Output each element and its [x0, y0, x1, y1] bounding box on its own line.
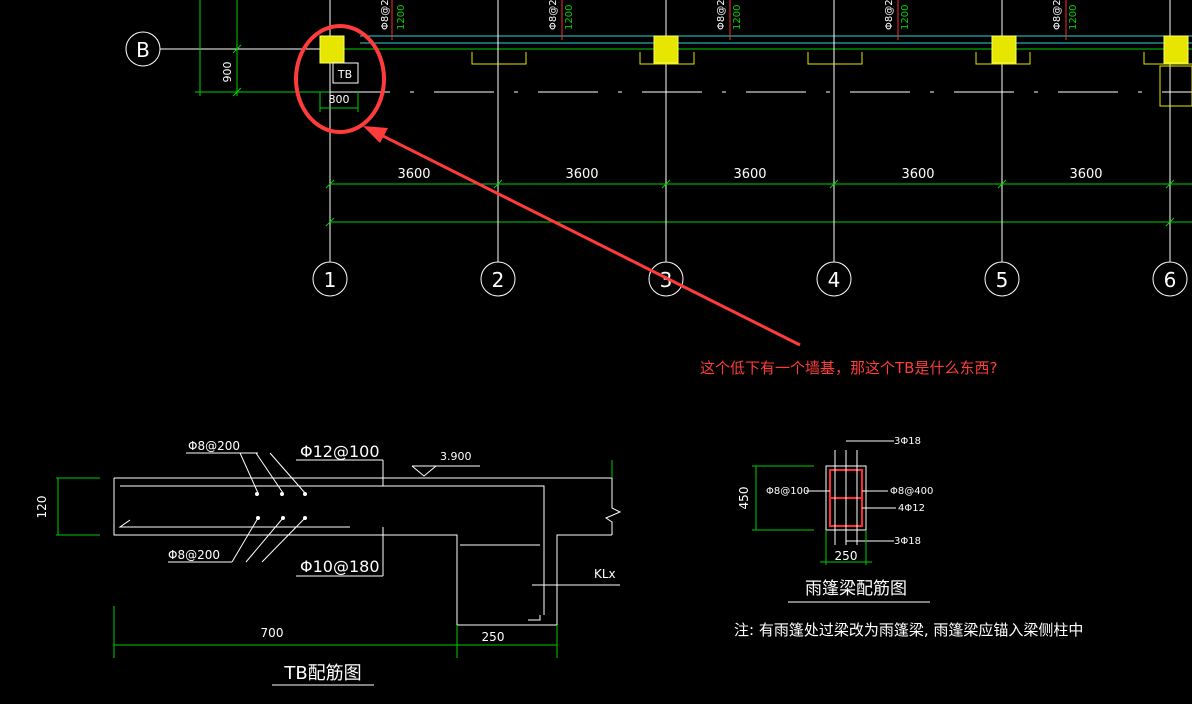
tb-label: TB: [337, 68, 352, 81]
beam-title: 雨篷梁配筋图: [805, 579, 907, 599]
axis-bubble-1: [312, 261, 348, 297]
axis-label-4: 4: [828, 268, 841, 292]
top-tag-4b: 1200: [900, 5, 911, 30]
tb-bottom-rebar: [118, 519, 350, 528]
top-tag-3: Φ8@2: [716, 0, 727, 30]
top-tag-5: Φ8@2: [1052, 0, 1063, 30]
column-3: [653, 35, 679, 64]
annotation: 这个低下有一个墙基，那这个TB是什么东西?: [294, 24, 997, 377]
axis-label-b: B: [136, 38, 150, 62]
plan-view: [160, 0, 1192, 262]
beam-section-labels: 3Φ18 Φ8@100 Φ8@400 4Φ12 3Φ18 450 250 雨篷梁…: [734, 436, 1083, 639]
beam-top-bars: 3Φ18: [894, 436, 921, 447]
beam-side-bars: 4Φ12: [898, 503, 925, 514]
tb-detail-labels: Φ8@200 Φ12@100 3.900 Φ8@200 Φ10@180 120 …: [35, 439, 616, 684]
tb-length: 700: [261, 626, 284, 640]
axis-bubble-2: [480, 261, 516, 297]
top-tag-4: Φ8@2: [884, 0, 895, 30]
top-tag-2b: 1200: [564, 5, 575, 30]
axis-label-3: 3: [660, 268, 673, 292]
bay-dim-2: 3600: [565, 167, 598, 182]
tb-top-stirrup: Φ8@200: [188, 439, 240, 453]
beam-stirrup-label: Φ8@100: [766, 486, 809, 497]
column-6: [1163, 35, 1189, 64]
top-tag-1: Φ8@2: [380, 0, 391, 30]
beam-stirrup-b-label: Φ8@400: [890, 486, 933, 497]
axis-bubble-4: [816, 261, 852, 297]
dim-800-label: 800: [329, 93, 350, 106]
top-tag-2: Φ8@2: [548, 0, 559, 30]
annotation-arrow-head: [363, 126, 388, 143]
tb-height: 120: [35, 496, 49, 519]
axis-bubble-5: [984, 261, 1020, 297]
column-5: [991, 35, 1017, 64]
tb-detail: [56, 452, 622, 686]
axis-label-1: 1: [324, 268, 337, 292]
tb-bottom-main: Φ10@180: [300, 557, 380, 576]
tb-elevation: 3.900: [440, 450, 472, 463]
axis-bubble-3: [648, 261, 684, 297]
tb-beam-width: 250: [482, 630, 505, 644]
tb-beam-tag: KLx: [594, 567, 616, 581]
beam-section: [752, 440, 930, 603]
beam-note: 注: 有雨篷处过梁改为雨篷梁, 雨篷梁应锚入梁侧柱中: [734, 621, 1083, 639]
annotation-question: 这个低下有一个墙基，那这个TB是什么东西?: [700, 359, 997, 377]
axis-label-5: 5: [996, 268, 1009, 292]
axis-label-2: 2: [492, 268, 505, 292]
bay-dim-4: 3600: [901, 167, 934, 182]
tb-top-rebar: [120, 485, 545, 615]
tb-bottom-stirrup: Φ8@200: [168, 548, 220, 562]
tb-box: [332, 62, 359, 84]
plan-labels: B 900 TB 800 3600 3600 3600 3600 3600 Φ8…: [125, 0, 1188, 297]
axis-bubble-6: [1152, 261, 1188, 297]
highlight-circle: [294, 24, 386, 134]
annotation-arrow-line: [374, 130, 801, 347]
top-tag-5b: 1200: [1068, 5, 1079, 30]
top-tag-3b: 1200: [732, 5, 743, 30]
top-tag-1b: 1200: [396, 5, 407, 30]
bay-dim-5: 3600: [1069, 167, 1102, 182]
axis-label-6: 6: [1164, 268, 1177, 292]
beam-width: 250: [835, 549, 858, 563]
axis-bubble-b: [125, 31, 161, 67]
beam-height: 450: [737, 487, 751, 510]
tb-top-main: Φ12@100: [300, 442, 380, 461]
tb-title: TB配筋图: [283, 663, 361, 684]
bay-dim-1: 3600: [397, 167, 430, 182]
bay-dim-3: 3600: [733, 167, 766, 182]
dim-900-label: 900: [221, 62, 234, 83]
beam-bottom-bars: 3Φ18: [894, 536, 921, 547]
column-1: [319, 35, 345, 64]
